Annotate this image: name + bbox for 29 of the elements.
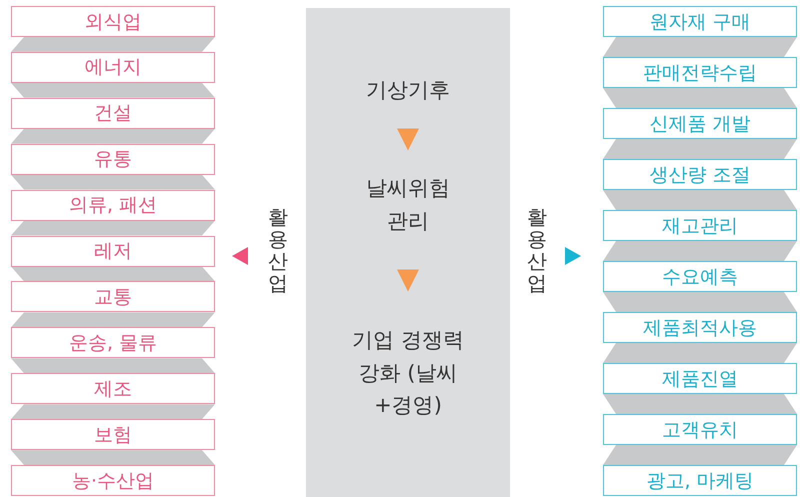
industry-box: 농·수산업: [11, 465, 215, 496]
industry-box: 운송, 물류: [11, 327, 215, 358]
industry-box: 제조: [11, 373, 215, 404]
application-box: 판매전략수립: [603, 57, 797, 88]
application-box: 제품최적사용: [603, 312, 797, 343]
step-text: 날씨위험 관리: [358, 172, 458, 237]
application-box: 수요예측: [603, 261, 797, 292]
industry-box: 건설: [11, 98, 215, 129]
application-box: 재고관리: [603, 210, 797, 241]
arrow: [397, 270, 419, 292]
application-box: 원자재 구매: [603, 6, 797, 37]
industry-box: 보험: [11, 419, 215, 450]
step-text: 기업 경쟁력 강화 (날씨+경영): [343, 324, 473, 422]
application-box: 광고, 마케팅: [603, 465, 797, 496]
application-box: 신제품 개발: [603, 108, 797, 139]
arrow: [397, 128, 419, 150]
industry-box: 외식업: [11, 6, 215, 37]
industry-box: 유통: [11, 144, 215, 175]
application-box: 고객유치: [603, 414, 797, 445]
application-box: 생산량 조절: [603, 159, 797, 190]
center-panel: [306, 8, 510, 497]
side-label: 활용산업: [268, 206, 288, 294]
step-text: 기상기후: [358, 74, 458, 107]
industry-box: 에너지: [11, 52, 215, 83]
industry-box: 교통: [11, 281, 215, 312]
industry-box: 레저: [11, 236, 215, 266]
application-box: 제품진열: [603, 363, 797, 394]
industry-box: 의류, 패션: [11, 190, 215, 221]
side-label: 활용산업: [527, 206, 547, 294]
